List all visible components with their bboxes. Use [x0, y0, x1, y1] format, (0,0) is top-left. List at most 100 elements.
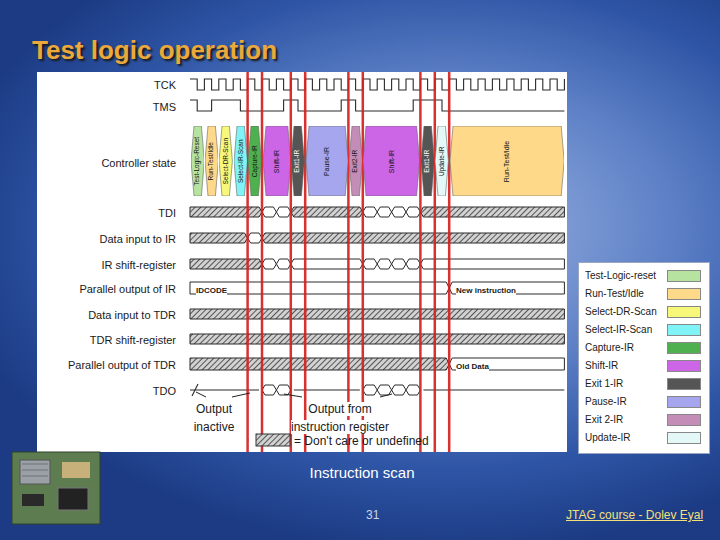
- legend-swatch: [667, 414, 701, 426]
- time-marker: [347, 72, 350, 452]
- valid-bus: [363, 207, 377, 217]
- valid-bus: [248, 233, 262, 243]
- legend-text: Update-IR: [585, 431, 631, 445]
- legend-row: Exit 2-IR: [579, 413, 709, 427]
- legend-row: Pause-IR: [579, 395, 709, 409]
- state-name: Test-Logic-Reset: [194, 137, 201, 186]
- time-marker: [434, 72, 437, 452]
- time-marker: [362, 72, 365, 452]
- state-name: Update-IR: [439, 146, 446, 176]
- valid-bus: [406, 385, 420, 395]
- band-text-area: Shift-IR: [263, 126, 291, 196]
- band-text-area: Exit1-IR: [421, 126, 434, 196]
- valid-bus: [276, 259, 290, 269]
- label-box: New instruction: [456, 279, 516, 297]
- state-name: Exit1-IR: [424, 149, 431, 172]
- callout-note: Output inactive: [194, 402, 235, 434]
- state-name: Capture-IR: [252, 145, 259, 177]
- callout-note: Output from instruction register: [291, 402, 389, 434]
- slide-caption: Instruction scan: [309, 464, 414, 481]
- dont-care-bus: [190, 233, 248, 243]
- legend-box: Test-Logic-resetRun-Test/IdleSelect-DR-S…: [578, 262, 710, 454]
- label-box: Controller state: [101, 153, 176, 171]
- band-shape: [219, 126, 232, 196]
- state-band: Pause-IR: [306, 126, 348, 196]
- valid-bus: [276, 207, 290, 217]
- clock-waveform: [190, 79, 564, 90]
- time-marker: [261, 72, 264, 452]
- legend-text: Pause-IR: [585, 395, 627, 409]
- legend-row: Select-IR-Scan: [579, 323, 709, 337]
- legend-text: Exit 1-IR: [585, 377, 623, 391]
- state-band: Run-Test/Idle: [450, 126, 564, 196]
- band-shape: [291, 126, 304, 196]
- signal-name: Data input to IR: [100, 233, 176, 245]
- legend-text: Exit 2-IR: [585, 413, 623, 427]
- legend-text: Run-Test/Idle: [585, 287, 644, 301]
- legend-swatch: [667, 396, 701, 408]
- valid-bus: [262, 385, 276, 395]
- dont-care-bus: [420, 207, 564, 217]
- legend-swatch: [667, 270, 701, 282]
- footer-credit: JTAG course - Dolev Eyal: [566, 508, 703, 522]
- valid-bus: [377, 207, 391, 217]
- state-band: Exit1-IR: [421, 126, 434, 196]
- valid-bus: [420, 259, 564, 269]
- state-name: Pause-IR: [323, 146, 330, 175]
- legend-swatch: [667, 288, 701, 300]
- signal-name: Data input to TDR: [88, 309, 176, 321]
- band-shape: [450, 126, 564, 196]
- state-name: Exit2-IR: [352, 149, 359, 172]
- band-shape: [306, 126, 348, 196]
- legend-swatch: [667, 324, 701, 336]
- label-box: Output inactive: [182, 399, 246, 435]
- tdo-slash: [192, 384, 198, 396]
- band-shape: [263, 126, 291, 196]
- bus-value: New instruction: [456, 286, 516, 295]
- legend-row: Test-Logic-reset: [579, 269, 709, 283]
- bus-value: Old Data: [456, 362, 489, 371]
- label-box: Data input to TDR: [88, 305, 176, 323]
- label-box: IDCODE: [196, 279, 227, 297]
- signal-name: TDR shift-register: [90, 334, 176, 346]
- dont-care-sample: [256, 434, 290, 446]
- leader-line: [380, 394, 392, 397]
- state-band: Capture-IR: [248, 126, 261, 196]
- valid-bus: [406, 207, 420, 217]
- valid-bus: [363, 385, 377, 395]
- state-band: Run-Test/Idle: [205, 126, 218, 196]
- label-box: TDO: [153, 381, 176, 399]
- band-shape: [205, 126, 218, 196]
- label-box: IR shift-register: [101, 255, 176, 273]
- valid-bus: [262, 207, 276, 217]
- leader-line: [284, 394, 302, 397]
- legend-row: Run-Test/Idle: [579, 287, 709, 301]
- label-box: TDI: [158, 203, 176, 221]
- diagram-panel: [37, 72, 567, 452]
- legend-text: Select-IR-Scan: [585, 323, 652, 337]
- dont-care-bus: [190, 358, 449, 370]
- signal-name: Parallel output of TDR: [68, 359, 176, 371]
- legend-swatch: [667, 378, 701, 390]
- label-box: Output from instruction register: [282, 399, 398, 435]
- dont-care-bus: [190, 207, 262, 217]
- legend-text: Select-DR-Scan: [585, 305, 657, 319]
- state-band: Select-DR-Scan: [219, 126, 232, 196]
- leader-line: [196, 392, 206, 397]
- state-name: Select-IR-Scan: [237, 139, 244, 183]
- legend-text: Shift-IR: [585, 359, 618, 373]
- label-box: TCK: [154, 75, 176, 93]
- signal-name: TMS: [153, 101, 176, 113]
- state-name: Shift-IR: [273, 149, 280, 172]
- band-text-area: Update-IR: [435, 126, 448, 196]
- legend-text: Test-Logic-reset: [585, 269, 656, 283]
- band-shape: [191, 126, 204, 196]
- state-name: Exit1-IR: [295, 149, 302, 172]
- dont-care-bus: [190, 259, 262, 269]
- time-marker: [304, 72, 307, 452]
- signal-name: TDO: [153, 385, 176, 397]
- legend-swatch: [667, 306, 701, 318]
- valid-bus: [449, 282, 564, 294]
- valid-bus: [363, 259, 377, 269]
- time-marker: [448, 72, 451, 452]
